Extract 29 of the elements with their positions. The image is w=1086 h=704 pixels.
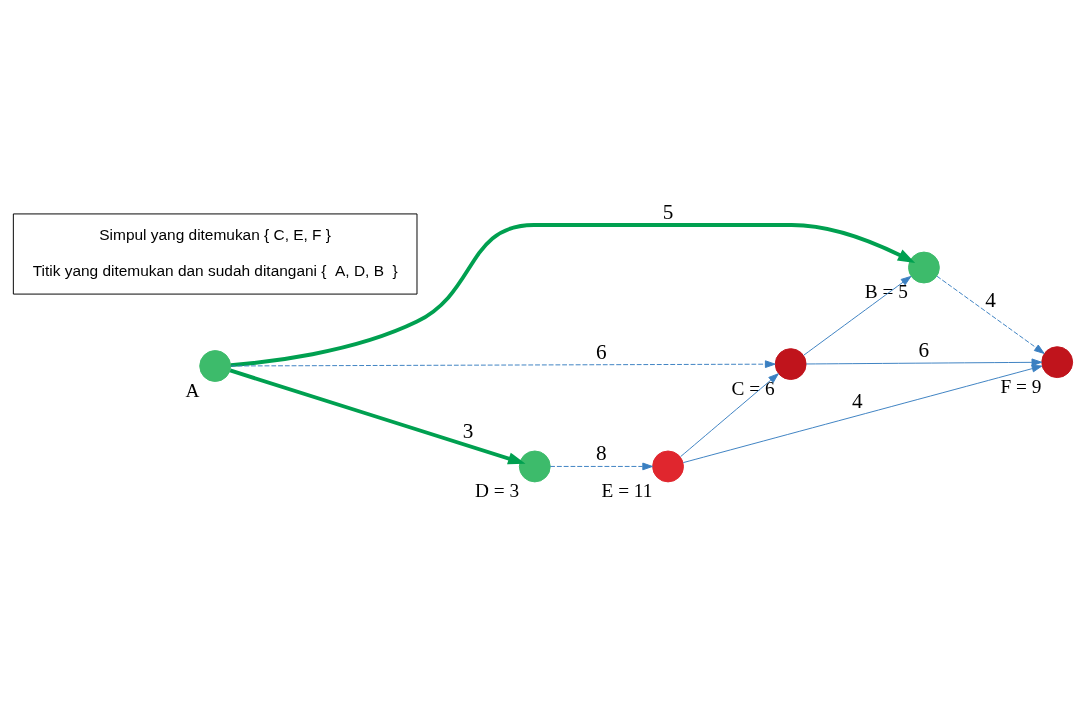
- node-circle: [652, 450, 684, 482]
- edge-label: 6: [596, 339, 607, 364]
- node-label: D = 3: [475, 479, 520, 501]
- arrow: [803, 275, 912, 356]
- edge-label: 6: [918, 337, 930, 362]
- edge-label: 4: [852, 388, 863, 413]
- node-label: A: [185, 379, 200, 401]
- edge-label: 4: [985, 287, 996, 312]
- arrow: [230, 222, 916, 367]
- arrow: [229, 368, 526, 464]
- arrow: [680, 372, 779, 457]
- node-circle: [199, 349, 232, 382]
- arrow: [682, 364, 1043, 463]
- edge-label: 3: [462, 418, 474, 443]
- arrow: [549, 462, 653, 470]
- arrow: [230, 359, 776, 368]
- node-box: Simpul yang ditemukan { C, E, F } Titik yang ditemukan dan sudah ditangani { A, D, B }: [12, 212, 418, 295]
- node-circle: [908, 251, 940, 283]
- node-circle: [1041, 345, 1074, 378]
- node-circle: [774, 347, 807, 380]
- edge-label: 5: [662, 199, 674, 224]
- node-label: C = 6: [731, 377, 775, 399]
- node-label: E = 11: [601, 479, 653, 501]
- node-circle: [518, 450, 551, 482]
- node-label: F = 9: [1000, 375, 1042, 397]
- arrow: [936, 275, 1045, 354]
- node-label: B = 5: [864, 280, 908, 302]
- edge-label: 8: [596, 440, 607, 465]
- arrow: [805, 357, 1043, 366]
